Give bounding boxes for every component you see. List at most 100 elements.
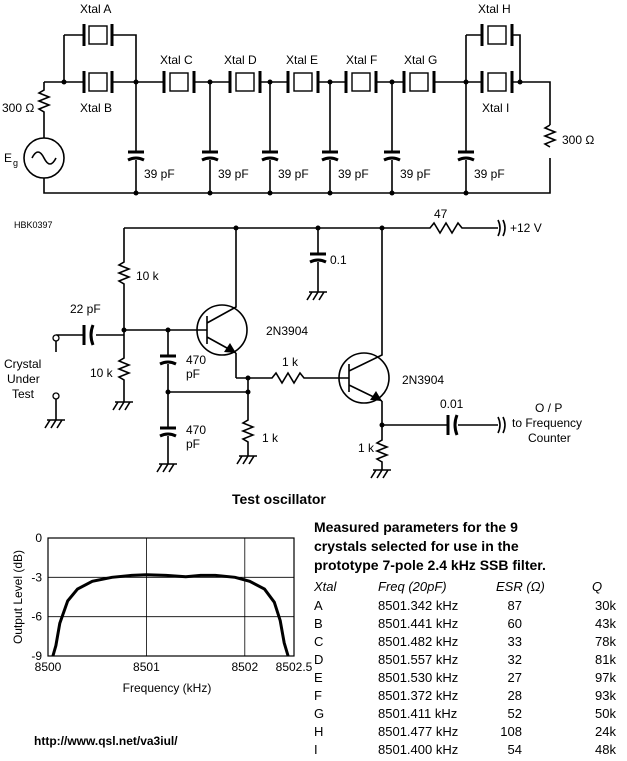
label-cap-1: 39 pF (144, 167, 175, 181)
label-transistor2: 2N3904 (402, 373, 444, 387)
table-header-xtal: Xtal (313, 579, 338, 594)
table-cell: 8501.441 kHz (378, 616, 458, 631)
label-xtal-d: Xtal D (224, 53, 257, 67)
table-cell: I (314, 742, 318, 757)
label-r-emitter1: 1 k (262, 431, 279, 445)
table-cell: G (314, 706, 324, 721)
response-curve (51, 573, 290, 657)
label-xtal-a: Xtal A (80, 2, 111, 16)
y-tick-label: 0 (35, 531, 42, 545)
table-cell: 24k (595, 724, 616, 739)
source-url: http://www.qsl.net/va3iul/ (34, 734, 178, 748)
label-cap-output: 0.01 (440, 397, 464, 411)
label-generator-sub: g (13, 158, 18, 168)
table-title-3: prototype 7-pole 2.4 kHz SSB filter. (314, 557, 546, 573)
x-tick-label: 8500 (35, 660, 62, 674)
y-tick-label: -9 (31, 649, 42, 663)
label-xtal-g: Xtal G (404, 53, 437, 67)
table-cell: 48k (595, 742, 616, 757)
label-cap-fb2: 470 (186, 423, 206, 437)
chart-y-ticks: 0-3-6-9 (31, 531, 42, 663)
label-cap-2: 39 pF (218, 167, 249, 181)
table-cell: 8501.400 kHz (378, 742, 458, 757)
chart-frame (47, 537, 295, 657)
table-cell: E (314, 670, 323, 685)
table-title-1: Measured parameters for the 9 (314, 519, 518, 535)
label-cap-6: 39 pF (474, 167, 505, 181)
table-row: G 8501.411 kHz 52 50k (314, 706, 616, 721)
table-cell: C (314, 634, 323, 649)
test-oscillator-schematic: 47 +12 V 0.1 10 k 10 k 22 pF 470 pF 470 … (4, 207, 582, 507)
label-supply: +12 V (510, 221, 542, 235)
label-input-3: Test (12, 387, 35, 401)
table-cell: 33 (508, 634, 522, 649)
table-cell: 50k (595, 706, 616, 721)
crystal-parameters-table: Measured parameters for the 9 crystals s… (313, 519, 616, 757)
table-cell: 87 (508, 598, 522, 613)
label-generator: E (4, 151, 12, 165)
table-header-freq: Freq (20pF) (378, 579, 447, 594)
table-cell: 27 (508, 670, 522, 685)
table-title-2: crystals selected for use in the (314, 538, 519, 554)
label-r-bias-bottom: 10 k (90, 366, 114, 380)
x-tick-label: 8501 (133, 660, 160, 674)
label-load-resistor: 300 Ω (562, 133, 594, 147)
table-cell: B (314, 616, 323, 631)
crystal-filter-schematic: Xtal A Xtal B Xtal C Xtal D Xtal E Xtal … (2, 2, 594, 196)
table-row: E 8501.530 kHz 27 97k (314, 670, 616, 685)
table-cell: 32 (508, 652, 522, 667)
table-cell: D (314, 652, 323, 667)
label-xtal-b: Xtal B (80, 101, 112, 115)
table-cell: 97k (595, 670, 616, 685)
chart-x-label: Frequency (kHz) (123, 681, 212, 695)
label-xtal-c: Xtal C (160, 53, 193, 67)
table-cell: 8501.557 kHz (378, 652, 458, 667)
y-tick-label: -6 (31, 610, 42, 624)
label-xtal-i: Xtal I (482, 101, 509, 115)
table-cell: 8501.530 kHz (378, 670, 458, 685)
table-cell: 30k (595, 598, 616, 613)
label-input-2: Under (7, 372, 40, 386)
table-cell: 52 (508, 706, 522, 721)
label-r-supply: 47 (434, 207, 448, 221)
table-cell: 78k (595, 634, 616, 649)
table-cell: 8501.477 kHz (378, 724, 458, 739)
table-row: A 8501.342 kHz 87 30k (314, 598, 616, 613)
table-cell: 8501.372 kHz (378, 688, 458, 703)
label-cap-5: 39 pF (400, 167, 431, 181)
label-xtal-h: Xtal H (478, 2, 511, 16)
table-cell: A (314, 598, 323, 613)
table-cell: 81k (595, 652, 616, 667)
label-cap-fb2-unit: pF (186, 437, 200, 451)
table-cell: 8501.411 kHz (378, 706, 457, 721)
shunt-capacitors (127, 82, 475, 193)
label-cap-input: 22 pF (70, 302, 101, 316)
label-output-3: Counter (528, 431, 571, 445)
junction-dots (61, 79, 523, 196)
label-cap-3: 39 pF (278, 167, 309, 181)
label-source-resistor: 300 Ω (2, 101, 34, 115)
table-cell: 28 (508, 688, 522, 703)
table-header-esr: ESR (Ω) (496, 579, 545, 594)
crystal-symbols (82, 24, 514, 93)
oscillator-caption: Test oscillator (232, 491, 326, 507)
label-transistor1: 2N3904 (266, 324, 308, 338)
table-header-q: Q (592, 579, 602, 594)
label-xtal-e: Xtal E (286, 53, 318, 67)
label-cap-fb1: 470 (186, 353, 206, 367)
table-row: D 8501.557 kHz 32 81k (314, 652, 616, 667)
figure-id: HBK0397 (14, 220, 53, 230)
label-output-1: O / P (535, 401, 562, 415)
chart-grid (48, 538, 294, 656)
label-r-base2: 1 k (282, 355, 299, 369)
table-cell: 8501.342 kHz (378, 598, 458, 613)
label-cap-fb1-unit: pF (186, 367, 200, 381)
label-r-bias-top: 10 k (136, 269, 160, 283)
